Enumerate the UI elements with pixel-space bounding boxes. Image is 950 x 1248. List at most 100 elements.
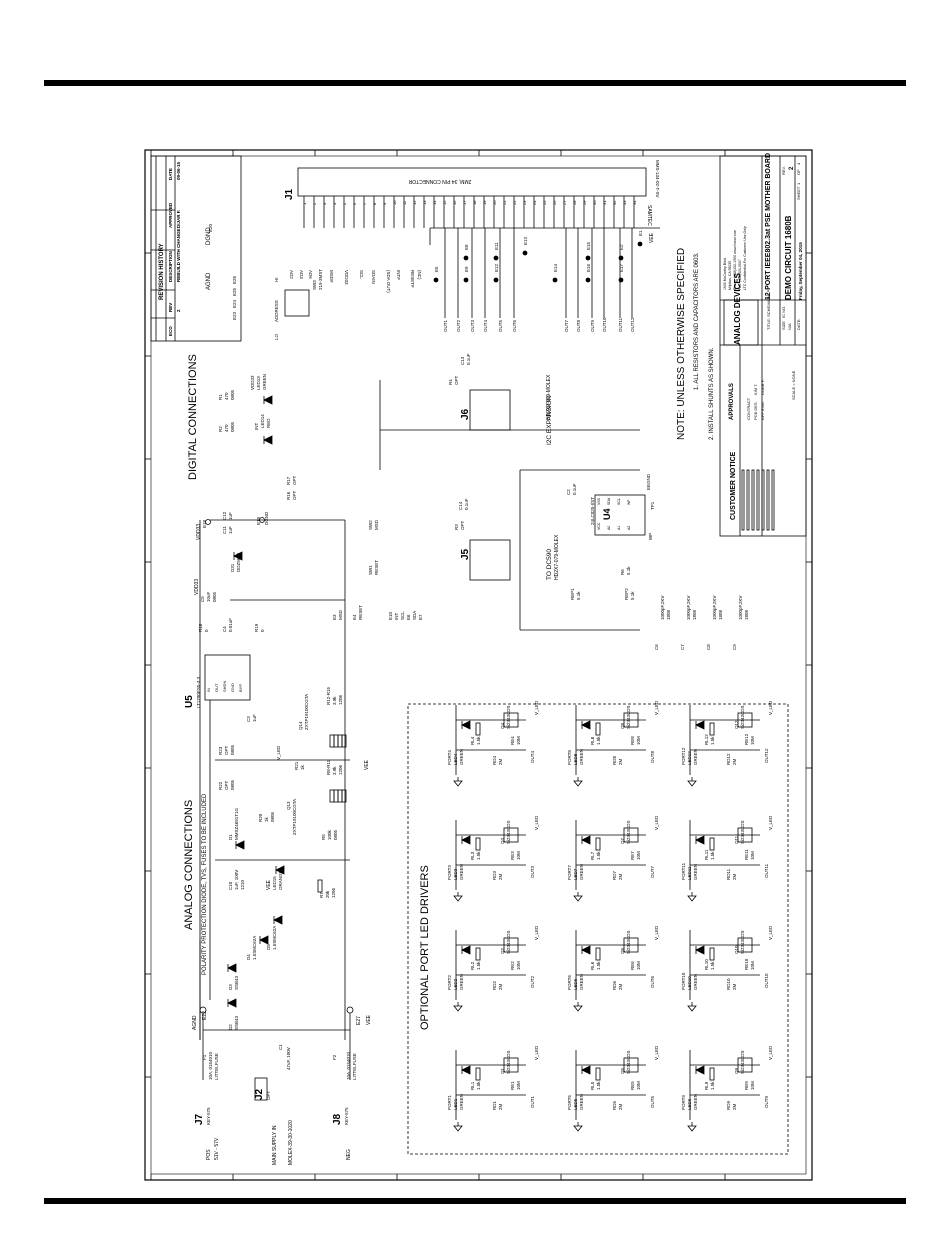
f1-ref: F1 xyxy=(202,1054,207,1060)
c1-ref: C1 xyxy=(278,1044,283,1050)
q-value: Si2343CDS xyxy=(740,705,745,729)
digital-section-title: DIGITAL CONNECTIONS xyxy=(187,354,199,480)
rl-resistor-icon xyxy=(709,1067,715,1081)
rl-value: 1.5k xyxy=(710,1081,715,1090)
hv-cap-value: 1000pF,2KV xyxy=(738,595,743,620)
r20-ref: R20 xyxy=(258,813,263,822)
driver-led-icon xyxy=(695,945,705,955)
e6-label: E6 xyxy=(406,614,411,620)
re-ref: RE6 xyxy=(630,961,635,970)
pos-label: POS xyxy=(206,1149,212,1160)
connector-signal: (NC) xyxy=(417,270,422,280)
d1-value: MMSZ4691T1G xyxy=(234,807,239,840)
c10-ref: C10 xyxy=(228,881,233,890)
note-item: 1. ALL RESISTORS AND CAPACITORS ARE 0603… xyxy=(694,252,700,390)
mosfet-icon xyxy=(623,827,639,843)
re-value: 10M xyxy=(516,961,521,970)
pcb-des-name: KIM T. xyxy=(753,384,758,395)
pin-number: 28 xyxy=(572,200,577,205)
r16-ref: R16 xyxy=(286,491,291,500)
led-color: GREEN xyxy=(459,974,464,990)
vled-label: V_LED xyxy=(654,815,659,830)
r7-value: 20k xyxy=(325,890,330,898)
ground-icon xyxy=(687,895,697,902)
sheet-total: 4 xyxy=(796,162,801,165)
output-label: OUT8 xyxy=(576,320,581,332)
port-label: PORT1 xyxy=(447,1095,452,1110)
q-value: Si2343CDS xyxy=(740,1050,745,1074)
rev-label: REV. xyxy=(781,166,786,175)
scl-label: SCL xyxy=(400,611,405,620)
pcb-des-label: PCB DES. xyxy=(753,401,758,420)
r12-r15-ref: R12-R15 xyxy=(326,686,331,705)
re-ref: RE8 xyxy=(630,736,635,745)
re-ref: RE10 xyxy=(744,958,749,970)
r8-r11-ref: R8-R11 xyxy=(326,759,331,775)
e-terminal-label: E25 xyxy=(232,287,237,296)
sw1-value: RESET xyxy=(374,560,379,575)
rl-ref: RL10 xyxy=(704,959,709,970)
r6-value: 5.1k xyxy=(626,566,631,575)
test-point-label: E8 xyxy=(464,244,469,250)
hv-cap-package: 1808 xyxy=(666,609,671,620)
pin-number: 11 xyxy=(402,200,407,205)
rl-resistor-icon xyxy=(709,722,715,736)
q-value: Si2343CDS xyxy=(740,930,745,954)
notice-text-line xyxy=(746,469,750,531)
r17-value: OPT xyxy=(292,475,297,485)
test-point-icon xyxy=(585,277,591,283)
r5-package: 0805 xyxy=(333,829,338,840)
test-point-label: E5 xyxy=(434,266,439,272)
out-label: OUT8 xyxy=(650,751,655,763)
hv-cap-value: 1000pF,2KV xyxy=(660,595,665,620)
q-value: Si2343CDS xyxy=(740,820,745,844)
company-logo: ANALOG DEVICES xyxy=(733,272,742,345)
led-ref: LED12 xyxy=(687,751,692,765)
rl-ref: RL6 xyxy=(590,961,595,970)
test-point-label: E12 xyxy=(494,263,499,272)
sheet-number: 1 xyxy=(796,182,801,185)
led-ref: LED11 xyxy=(687,866,692,880)
led-color: GREEN xyxy=(693,864,698,880)
q-ref: Q11 xyxy=(734,835,739,844)
test-point-icon xyxy=(463,255,469,261)
e-terminal-label: E26 xyxy=(232,275,237,284)
r4-value: OPT xyxy=(454,375,459,385)
test-point-icon xyxy=(493,277,499,283)
rl-value: 1.5k xyxy=(476,736,481,745)
r17-ref: R17 xyxy=(286,476,291,485)
q-value: Si2343CDS xyxy=(506,1050,511,1074)
r12-r15-resistor-icon xyxy=(337,734,343,748)
d31-value: DDZ9688 xyxy=(236,552,241,572)
mosfet-icon xyxy=(623,937,639,953)
output-label: OUT5 xyxy=(498,320,503,332)
d5-tvs-icon xyxy=(273,915,283,925)
vee-label: VEE xyxy=(366,1014,372,1025)
led-color: GREEN xyxy=(579,864,584,880)
d5-ref: D5 xyxy=(266,944,271,950)
vee-label-3: VEE xyxy=(364,759,370,770)
rl-resistor-icon xyxy=(475,947,481,961)
pin-number: 12 xyxy=(412,200,417,205)
port-label: PORT3 xyxy=(447,865,452,880)
u4-pin: SDA xyxy=(607,497,611,505)
notice-text-line xyxy=(751,469,755,531)
msd-label: MSD xyxy=(338,609,343,620)
inner-border xyxy=(150,155,807,1175)
test-point-icon xyxy=(463,277,469,283)
re-value: 10M xyxy=(750,1081,755,1090)
c1-value: 47uF, 100V xyxy=(286,1047,291,1070)
rl-value: 1.5k xyxy=(476,961,481,970)
rd-value: 2M xyxy=(498,1103,503,1110)
port-label: PORT6 xyxy=(567,975,572,990)
u5-pin: GND xyxy=(230,683,235,692)
led-ref: LED10 xyxy=(687,976,692,990)
test-point-icon xyxy=(637,241,643,247)
reset-label: RESET xyxy=(358,605,363,620)
wires xyxy=(145,149,812,1180)
c11-ref: C11 xyxy=(222,526,227,534)
neg-label: NEG xyxy=(346,1149,352,1160)
led-driver-box xyxy=(407,703,789,1155)
analog-section-title: ANALOG CONNECTIONS xyxy=(183,800,195,930)
rd-value: 2M xyxy=(618,1103,623,1110)
